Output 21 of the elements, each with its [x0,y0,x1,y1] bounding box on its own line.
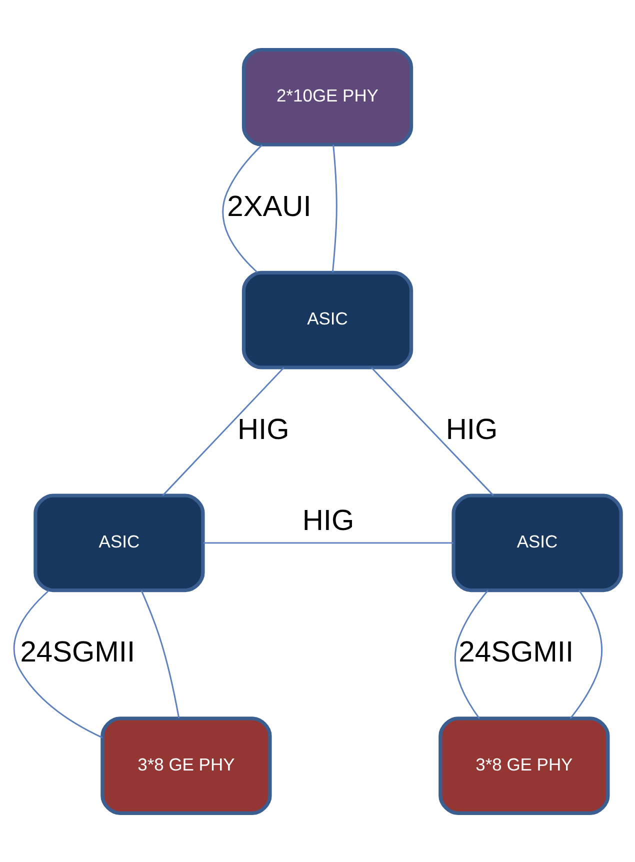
node-box: ASIC [34,493,205,592]
node-box: ASIC [452,493,623,592]
node-box: 2*10GE PHY [242,48,414,146]
connector [570,590,602,718]
edge-label: HIG [302,504,354,536]
node-box: 3*8 GE PHY [100,716,272,814]
edge-label: HIG [238,413,290,446]
node-box: ASIC [242,270,414,369]
connector [13,590,103,738]
node-box: 3*8 GE PHY [438,716,610,814]
edge-label: 24SGMII [458,636,574,668]
connector [203,542,454,544]
edge-label: HIG [446,413,498,446]
connector [332,144,338,272]
connector [222,144,263,272]
edge-label: 2XAUI [227,190,312,222]
connector [140,590,180,718]
connector [162,366,284,496]
connector [454,589,488,718]
edge-label: 24SGMII [20,636,136,668]
connector [370,366,494,496]
